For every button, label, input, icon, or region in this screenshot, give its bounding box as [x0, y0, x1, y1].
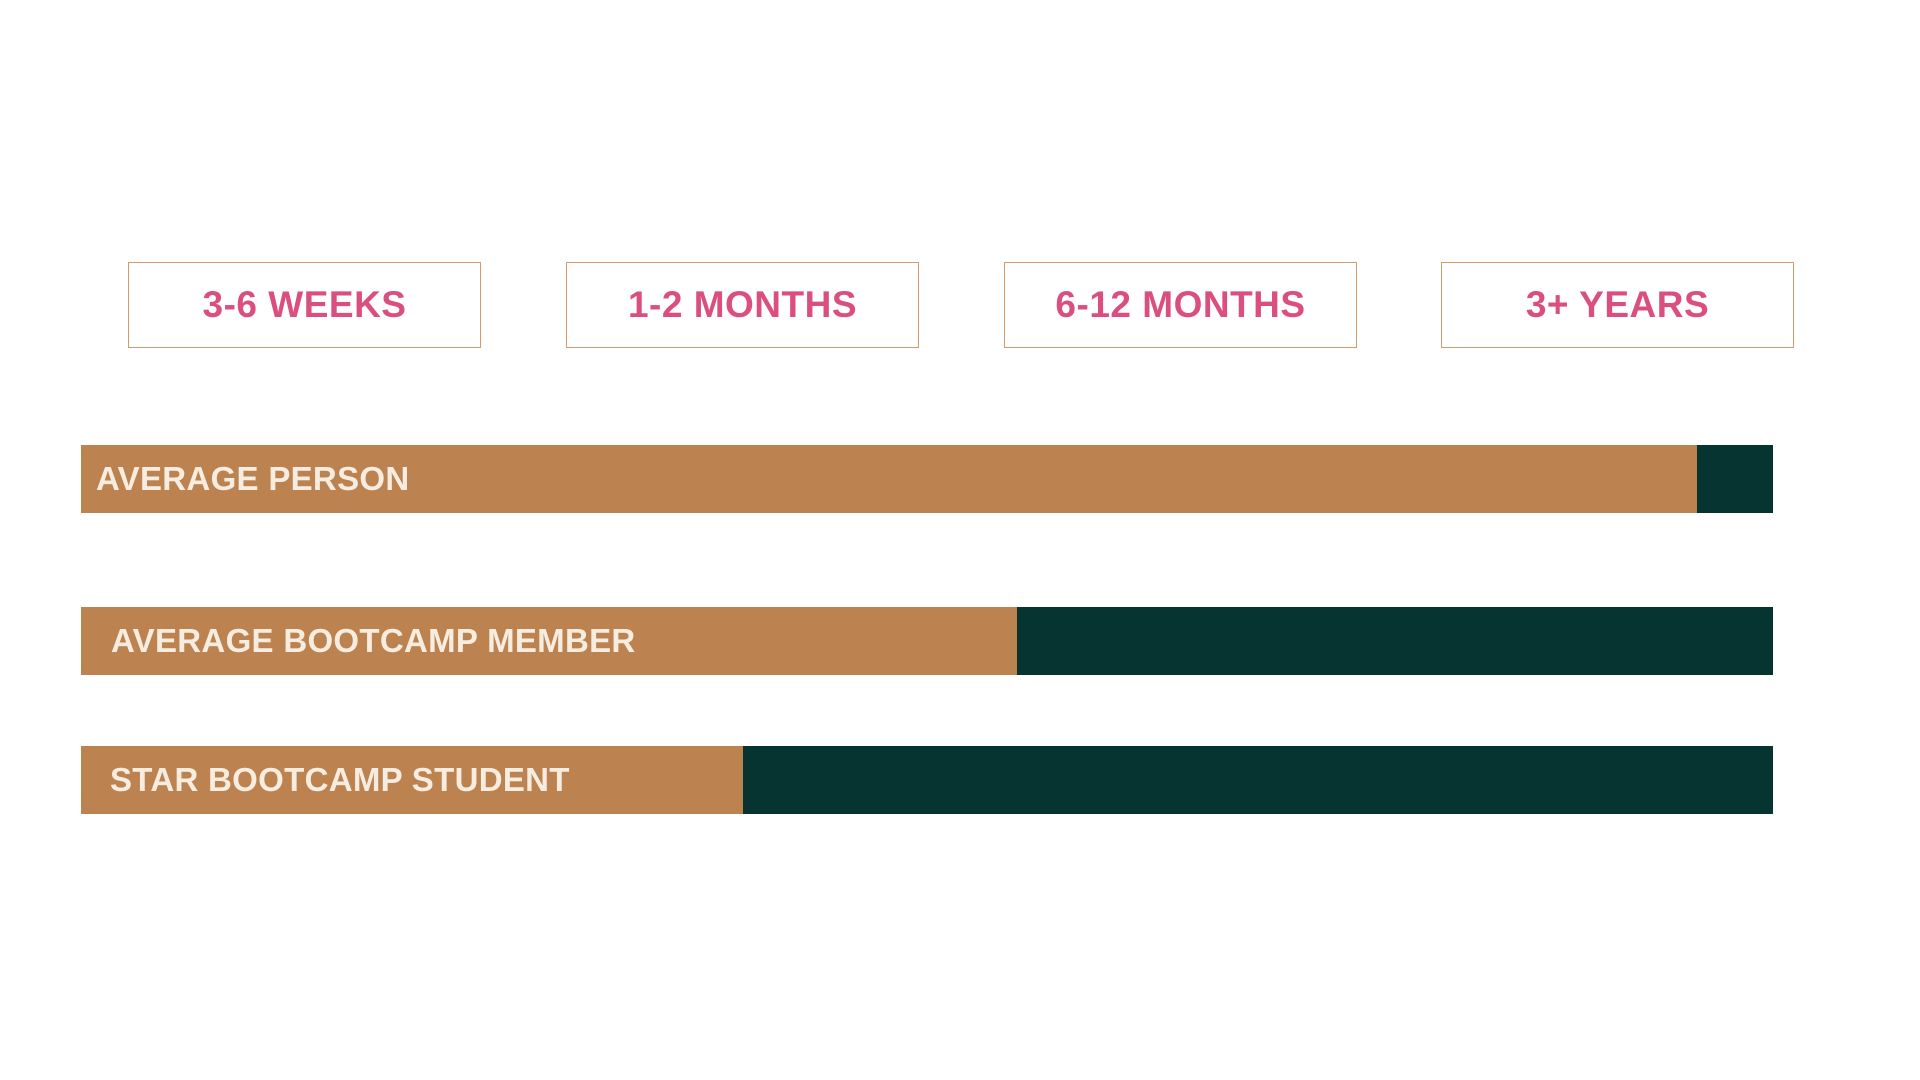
time-category-box: 6-12 MONTHS	[1004, 262, 1357, 348]
bar-segment-time	[81, 607, 1017, 675]
bar-label: AVERAGE BOOTCAMP MEMBER	[111, 622, 636, 659]
bar-row: AVERAGE BOOTCAMP MEMBER	[81, 607, 1773, 675]
bar-segment-time	[81, 445, 1697, 513]
bar-segment-time	[81, 746, 743, 814]
time-category-box: 1-2 MONTHS	[566, 262, 919, 348]
bar-label: STAR BOOTCAMP STUDENT	[110, 761, 570, 798]
bar-segment-remainder	[743, 746, 1773, 814]
bar-segment-remainder	[1697, 445, 1773, 513]
bar-label: AVERAGE PERSON	[96, 460, 410, 497]
bar-segment-remainder	[1017, 607, 1773, 675]
time-category-box: 3-6 WEEKS	[128, 262, 481, 348]
bar-row: STAR BOOTCAMP STUDENT	[81, 746, 1773, 814]
time-category-box: 3+ YEARS	[1441, 262, 1794, 348]
bar-row: AVERAGE PERSON	[81, 445, 1773, 513]
